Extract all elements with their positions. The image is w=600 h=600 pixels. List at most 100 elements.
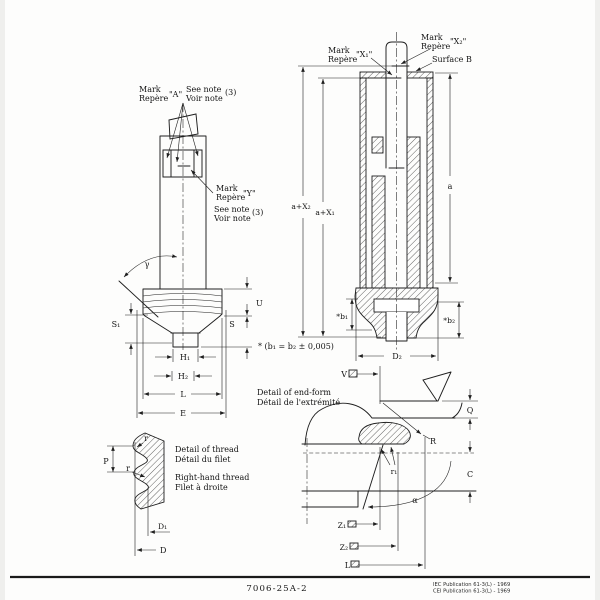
dim-r-cap-leader: [382, 402, 422, 435]
torn-edge-top: [379, 371, 452, 402]
screw-threads: [142, 293, 223, 315]
thread-title-en: Detail of thread: [175, 445, 239, 454]
datum-box-v: [348, 369, 358, 378]
note-y-ref: (3): [252, 208, 263, 217]
marking-window: [162, 149, 203, 178]
mark-x1-leader: [370, 57, 393, 76]
shell-top-left: [359, 71, 387, 79]
rim-edge: [371, 402, 463, 419]
figure-endform-detail: Detail of end-form Détail de l'extrémité…: [257, 366, 478, 570]
scan-edge-right: [595, 0, 600, 600]
dim-z2-label: Z₂: [340, 543, 348, 552]
dim-d1-label: D₁: [158, 522, 167, 531]
d-ref-lines: [134, 442, 149, 556]
surface-b-label: Surface B: [432, 55, 472, 64]
scan-edge-left: [0, 0, 5, 600]
endform-title-fr: Détail de l'extrémité: [257, 398, 340, 407]
thread-hand-fr: Filet à droite: [175, 483, 228, 492]
dim-p-label: P: [103, 457, 109, 466]
dim-v-label: V: [340, 370, 347, 379]
shell-wall-left: [359, 77, 367, 289]
dim-q-label: Q: [467, 406, 474, 415]
dim-d-label: D: [160, 546, 166, 555]
datum-box-z1: [347, 520, 357, 528]
dim-endform-l-label: L: [345, 561, 351, 570]
note-a-fr: Voir note: [185, 94, 223, 103]
mark-x1-fr: Repère: [328, 55, 357, 64]
dim-b2-label: *b₂: [443, 316, 455, 325]
mark-x1-en: Mark: [328, 46, 350, 55]
skirt-outline: [142, 288, 223, 315]
mark-a-label-fr: Repère: [139, 94, 168, 103]
rolled-edge-section: [358, 421, 411, 445]
cap-bottom-outline: [142, 313, 223, 348]
mark-x2-leader: [400, 48, 431, 65]
sheet-number: 7006-25A-2: [246, 584, 307, 594]
mark-y-leader: [190, 169, 214, 194]
dim-h2-ticks: [171, 371, 195, 381]
pin-flank-line: [362, 444, 384, 510]
ext-lines-right: [125, 288, 252, 348]
dim-le-ext: [136, 310, 227, 418]
gamma-angle-line: [118, 280, 159, 318]
dim-r-cap-tail: [422, 434, 431, 440]
dim-u-label: U: [256, 299, 263, 308]
mark-a-leader-right: [182, 102, 199, 157]
dim-l-label: L: [180, 390, 186, 399]
note-y-en: See note: [214, 205, 250, 214]
mark-y-label-fr: Repère: [216, 193, 245, 202]
insulator-block-small: [371, 136, 384, 154]
dim-p-ext: [107, 445, 134, 473]
dim-r1-leader-right: [390, 446, 396, 466]
dim-d2-ext: [355, 292, 439, 361]
dim-r-top-leader: [136, 442, 144, 448]
publication-line-2: CEI Publication 61-3(L) - 1969: [433, 589, 510, 595]
thread-profile-section: [132, 432, 165, 510]
insulator-column-right: [406, 136, 421, 289]
dim-h2-label: H₂: [178, 372, 188, 381]
datum-box-l: [350, 560, 360, 568]
note-y-fr: Voir note: [213, 214, 251, 223]
mark-a-label-en: Mark: [139, 85, 161, 94]
figure-thread-detail: r r P Detail of thread Détail du filet R…: [103, 432, 249, 556]
dim-b1-label: *b₁: [336, 312, 348, 321]
endform-title-en: Detail of end-form: [257, 388, 331, 397]
figure-cap-side-view: Mark Repère "A" See note Voir note (3) M…: [112, 85, 263, 418]
dim-r-cap-label: R: [430, 437, 437, 446]
body-step: [301, 490, 477, 508]
dim-c-label: C: [467, 470, 473, 479]
dim-h1-label: H₁: [180, 353, 190, 362]
datum-box-z2: [349, 542, 359, 550]
note-a-ref: (3): [225, 88, 236, 97]
shell-top-right: [406, 71, 434, 79]
gamma-angle-arc: [123, 254, 178, 278]
alpha-angle-arc: [367, 460, 452, 509]
dim-s-label: S: [229, 320, 234, 329]
pin-reference-marks: [383, 65, 410, 79]
figure-cap-section: Mark Repère "X₁" Mark Repère "X₂" Surfac…: [258, 32, 472, 361]
surface-b-leader: [415, 62, 433, 72]
sheet-footer: 7006-25A-2 IEC Publication 61-3(L) - 196…: [10, 575, 590, 595]
tolerance-note: * (b₁ = b₂ ± 0,005): [258, 342, 334, 351]
dim-a-plus-x2-label: a+X₂: [291, 202, 310, 211]
dim-r1-leader-left: [380, 448, 391, 466]
publication-line-1: IEC Publication 61-3(L) - 1969: [433, 582, 510, 588]
mark-a-leader-mid: [175, 102, 184, 163]
cap-tip-outline: [168, 113, 199, 140]
dim-a-label: a: [448, 182, 453, 191]
mark-x2-symbol: "X₂": [450, 37, 466, 46]
dim-q-ext: [442, 400, 478, 419]
mark-a-leader-left: [166, 102, 184, 159]
mark-y-symbol: "Y": [243, 189, 256, 198]
dim-gamma-label: γ: [145, 260, 150, 269]
insulator-column-left: [371, 175, 386, 289]
dome-outline: [304, 402, 373, 446]
dim-a-plus-x1-label: a+X₁: [315, 208, 334, 217]
dim-alpha-label: α: [412, 496, 418, 505]
note-a-en: See note: [186, 85, 222, 94]
dim-r-mid-leader: [131, 471, 146, 478]
dim-r-top-label: r: [144, 434, 148, 443]
thread-title-fr: Détail du filet: [175, 455, 231, 464]
